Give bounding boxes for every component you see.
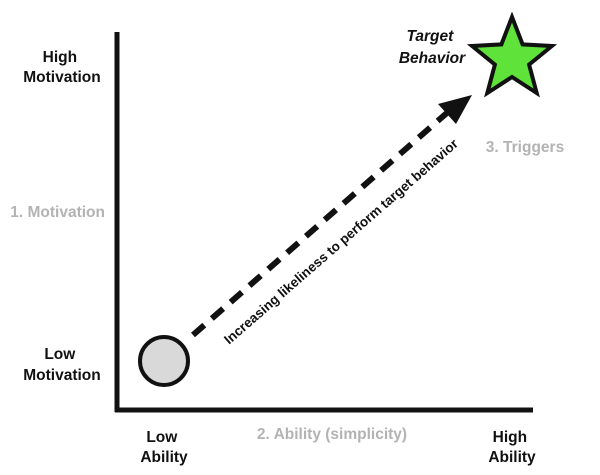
x-axis-high-label: High Ability	[488, 429, 536, 466]
y-axis-low-label: Low Motivation	[23, 346, 101, 384]
y-axis-high-label: High Motivation	[23, 49, 101, 86]
triggers-label: 3. Triggers	[486, 139, 564, 156]
target-behavior-label: Target Behavior	[399, 28, 466, 67]
x-axis-dimension-label: 2. Ability (simplicity)	[257, 426, 407, 443]
x-axis-low-label: Low Ability	[140, 429, 188, 466]
arrow-head-icon	[438, 95, 472, 124]
arrow-label: Increasing likeliness to perform target …	[221, 136, 461, 348]
y-axis-dimension-label: 1. Motivation	[10, 204, 105, 221]
start-point-circle	[138, 335, 190, 387]
target-star-icon	[466, 11, 558, 98]
dashed-arrow-line	[191, 109, 450, 338]
